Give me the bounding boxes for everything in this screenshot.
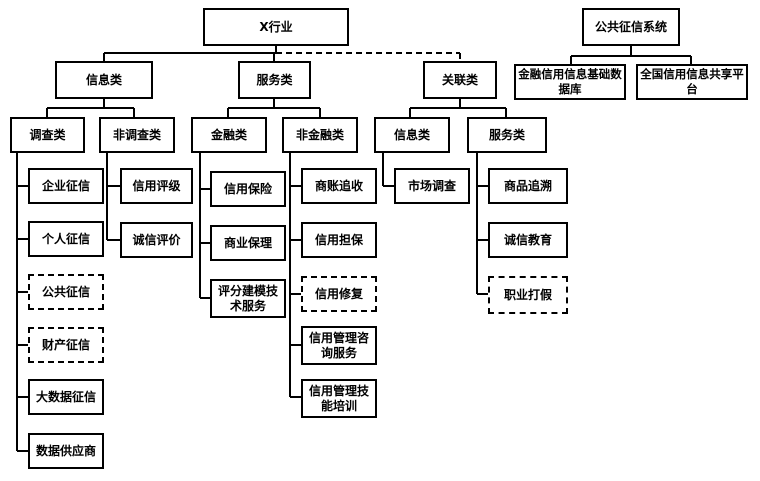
survey-item: 企业征信	[28, 168, 104, 204]
finance-item-label: 商业保理	[223, 235, 272, 250]
related-service-box: 服务类	[467, 117, 547, 153]
related-service-item-label: 诚信教育	[503, 232, 552, 247]
survey-item-label: 个人征信	[41, 231, 90, 246]
non-survey-item-label: 诚信评价	[132, 232, 181, 247]
survey-item-label: 大数据征信	[35, 389, 96, 404]
related-info-label: 信息类	[393, 127, 430, 142]
finance-item: 商业保理	[210, 225, 286, 261]
related-service-item: 职业打假	[488, 276, 568, 314]
non-finance-item: 信用管理技能培训	[301, 379, 377, 418]
survey-item: 个人征信	[28, 221, 104, 257]
related-service-item: 诚信教育	[488, 222, 568, 258]
public-child-box: 金融信用信息基础数据库	[514, 64, 626, 100]
non-survey-item: 诚信评价	[120, 222, 193, 258]
finance-item-label: 信用保险	[223, 181, 272, 196]
non-survey-item-label: 信用评级	[132, 178, 181, 193]
related-info-item-label: 市场调查	[407, 178, 456, 193]
non-finance-item-label: 信用管理技能培训	[308, 383, 369, 413]
non-finance-box: 非金融类	[282, 117, 358, 153]
public-child-box: 全国信用信息共享平台	[636, 64, 748, 100]
non-finance-item: 信用担保	[301, 222, 377, 258]
related-info-item: 市场调查	[394, 168, 470, 204]
root-label: X行业	[259, 19, 293, 34]
related-class-label: 关联类	[441, 72, 478, 87]
related-service-item: 商品追溯	[488, 168, 568, 204]
info-class-label: 信息类	[85, 72, 122, 87]
public-system-box: 公共征信系统	[582, 8, 680, 46]
finance-item: 评分建模技术服务	[210, 279, 286, 318]
non-finance-item-label: 信用修复	[314, 286, 363, 301]
survey-item: 数据供应商	[28, 433, 104, 469]
non-finance-label: 非金融类	[295, 127, 344, 142]
finance-label: 金融类	[210, 127, 247, 142]
non-survey-item: 信用评级	[120, 168, 193, 204]
non-survey-box: 非调查类	[99, 117, 175, 153]
public-child-label: 金融信用信息基础数据库	[518, 67, 622, 96]
related-service-item-label: 商品追溯	[503, 178, 552, 193]
finance-item-label: 评分建模技术服务	[217, 283, 278, 313]
related-class-box: 关联类	[423, 61, 497, 99]
public-system-label: 公共征信系统	[594, 19, 667, 34]
root-box: X行业	[203, 8, 349, 46]
survey-item-label: 企业征信	[41, 178, 90, 193]
non-finance-item: 信用修复	[301, 276, 377, 312]
non-finance-item-label: 商账追收	[314, 178, 363, 193]
public-child-label: 全国信用信息共享平台	[640, 67, 744, 96]
survey-item: 大数据征信	[28, 379, 104, 415]
service-class-label: 服务类	[256, 72, 293, 87]
non-finance-item: 商账追收	[301, 168, 377, 204]
non-finance-item-label: 信用管理咨询服务	[308, 330, 369, 360]
survey-item-label: 数据供应商	[35, 443, 96, 458]
related-service-item-label: 职业打假	[503, 287, 552, 302]
service-class-box: 服务类	[238, 61, 311, 99]
survey-box: 调查类	[10, 117, 85, 153]
non-survey-label: 非调查类	[112, 127, 161, 142]
non-finance-item-label: 信用担保	[314, 232, 363, 247]
survey-item: 财产征信	[28, 327, 104, 363]
survey-item-label: 公共征信	[41, 284, 90, 299]
finance-item: 信用保险	[210, 171, 286, 207]
info-class-box: 信息类	[55, 61, 153, 99]
related-service-label: 服务类	[488, 127, 525, 142]
related-info-box: 信息类	[374, 117, 450, 153]
survey-label: 调查类	[29, 127, 66, 142]
finance-box: 金融类	[191, 117, 267, 153]
survey-item-label: 财产征信	[41, 337, 90, 352]
survey-item: 公共征信	[28, 274, 104, 310]
non-finance-item: 信用管理咨询服务	[301, 326, 377, 365]
